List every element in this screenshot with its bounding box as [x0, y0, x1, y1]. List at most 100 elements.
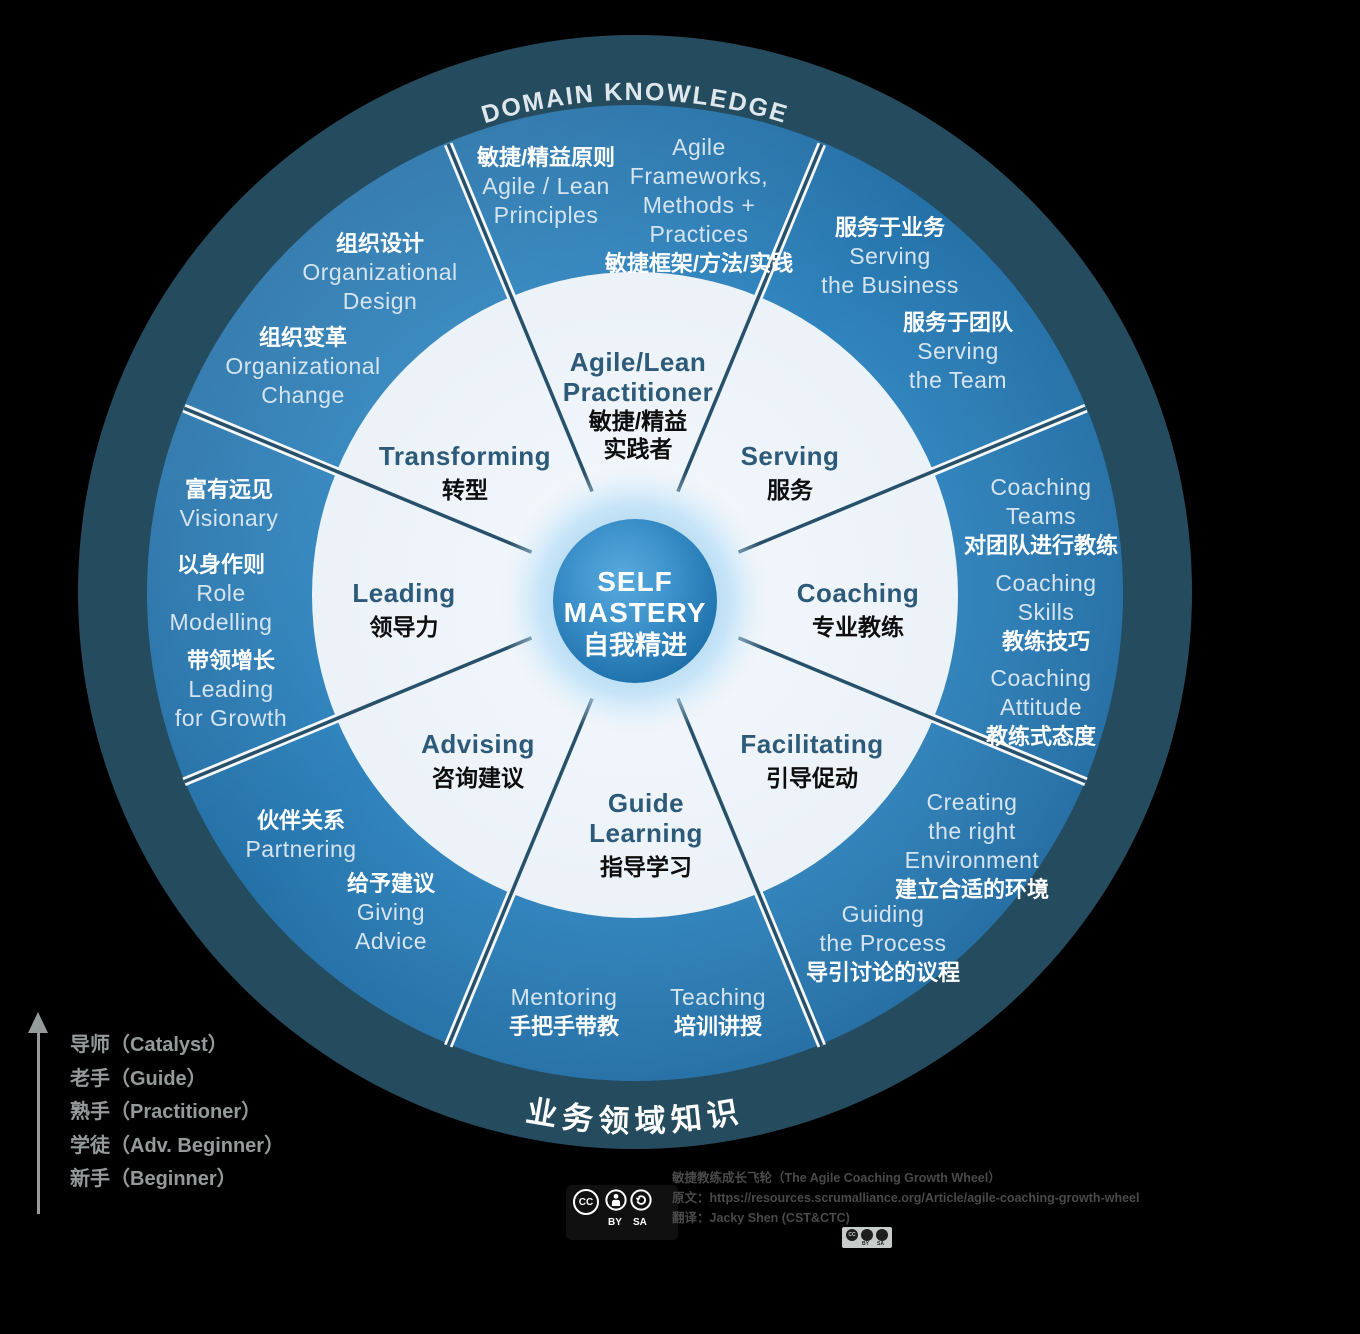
skill-en: the right — [928, 818, 1016, 844]
skill-en: Principles — [493, 202, 599, 228]
skill-partnering: 伙伴关系 Partnering — [245, 806, 356, 864]
attribution: 敏捷教练成长飞轮（The Agile Coaching Growth Wheel… — [672, 1168, 1139, 1228]
skill-en: Organizational — [225, 353, 381, 379]
sector-zh: 专业教练 — [811, 614, 904, 640]
skill-en: Guiding — [841, 901, 925, 927]
sector-label-advising: Advising 咨询建议 — [421, 729, 535, 792]
sector-label-facilitating: Facilitating 引导促动 — [740, 729, 883, 792]
legend-level: 熟手（Practitioner） — [70, 1101, 262, 1123]
sector-divider-lines — [183, 143, 1087, 1047]
center-label-en-line1: SELF — [597, 566, 673, 597]
skill-zh: 培训讲授 — [673, 1014, 763, 1039]
skill-zh: 敏捷框架/方法/实践 — [604, 251, 794, 276]
sector-zh: 咨询建议 — [431, 765, 524, 791]
sector-en: Coaching — [796, 578, 920, 608]
sector-label-agile-lean-practitioner: Agile/Lean Practitioner 敏捷/精益 实践者 — [563, 347, 714, 463]
by-label: BY — [608, 1217, 622, 1228]
skill-creating-environment: Creating the right Environment 建立合适的环境 — [895, 788, 1049, 904]
attribution-source: 原文：https://resources.scrumalliance.org/A… — [672, 1191, 1140, 1205]
cc-by-icon-small — [861, 1229, 873, 1241]
sector-label-guide-learning: Guide Learning 指导学习 — [589, 788, 703, 881]
sector-zh: 服务 — [767, 477, 813, 503]
skill-organizational-design: 组织设计 Organizational Design — [302, 229, 457, 316]
sector-en: Practitioner — [562, 377, 714, 407]
sa-label-small: SA — [877, 1241, 884, 1247]
skill-en: the Process — [819, 930, 947, 956]
skill-zh: 富有远见 — [184, 477, 273, 502]
skill-zh: 导引讨论的议程 — [805, 960, 961, 985]
cc-icon-small: CC — [846, 1229, 858, 1241]
sector-zh: 指导学习 — [599, 854, 692, 880]
skill-mentoring: Mentoring 手把手带教 — [509, 983, 619, 1041]
skill-visionary: 富有远见 Visionary — [180, 475, 279, 533]
attribution-title: 敏捷教练成长飞轮（The Agile Coaching Growth Wheel… — [672, 1171, 1001, 1185]
skill-role-modelling: 以身作则 Role Modelling — [170, 550, 273, 637]
skill-organizational-change: 组织变革 Organizational Change — [225, 323, 380, 410]
skill-en: Leading — [188, 676, 274, 702]
growth-arrow-shaft — [37, 1032, 40, 1214]
skill-en: Creating — [926, 789, 1018, 815]
skill-en: Teaching — [669, 984, 767, 1010]
sector-label-transforming: Transforming 转型 — [379, 441, 551, 504]
sector-en: Guide — [607, 788, 685, 818]
skill-en: Agile — [672, 134, 726, 160]
sector-en: Learning — [589, 818, 703, 848]
sector-en: Serving — [740, 441, 840, 471]
skill-en: Attitude — [999, 694, 1082, 720]
skill-en: Teams — [1005, 503, 1077, 529]
skill-agile-lean-principles: 敏捷/精益原则 Agile / Lean Principles — [477, 143, 615, 230]
skill-zh: 服务于业务 — [834, 215, 946, 240]
cc-sa-icon-small — [876, 1229, 888, 1241]
skill-en: for Growth — [174, 705, 288, 731]
legend-level: 老手（Guide） — [70, 1067, 207, 1090]
skill-en: Change — [261, 382, 345, 408]
sector-en: Advising — [421, 729, 535, 759]
skill-serving-team: 服务于团队 Serving the Team — [903, 308, 1013, 395]
skill-en: Mentoring — [510, 984, 618, 1010]
growth-levels-legend: 导师（Catalyst） 老手（Guide） 熟手（Practitioner） … — [70, 1029, 284, 1197]
sector-zh: 实践者 — [603, 436, 673, 462]
skill-zh: 给予建议 — [346, 871, 436, 896]
skill-agile-frameworks: Agile Frameworks, Methods + Practices 敏捷… — [605, 133, 793, 278]
skill-en: Partnering — [245, 836, 357, 862]
sector-label-leading: Leading 领导力 — [352, 578, 455, 641]
skill-zh: 手把手带教 — [508, 1014, 620, 1039]
skill-guiding-process: Guiding the Process 导引讨论的议程 — [806, 900, 960, 987]
skill-zh: 教练式态度 — [985, 724, 1097, 749]
skill-en: Practices — [649, 221, 749, 247]
skill-en: Frameworks, — [629, 163, 769, 189]
growth-arrow-icon — [28, 1012, 48, 1033]
skill-zh: 建立合适的环境 — [894, 877, 1050, 902]
skill-zh: 组织设计 — [335, 231, 424, 256]
skill-serving-business: 服务于业务 Serving the Business — [821, 213, 959, 300]
skill-coaching-teams: Coaching Teams 对团队进行教练 — [964, 473, 1118, 560]
skill-en: Organizational — [302, 259, 458, 285]
sector-label-serving: Serving 服务 — [741, 441, 840, 504]
sector-en: Facilitating — [740, 729, 884, 759]
center-label: SELF MASTERY 自我精进 — [564, 566, 707, 662]
skill-en: Coaching — [990, 474, 1092, 500]
skill-en: Coaching — [990, 665, 1092, 691]
skill-en: Modelling — [169, 609, 273, 635]
sector-zh: 敏捷/精益 — [588, 408, 688, 434]
center-label-en-line2: MASTERY — [563, 597, 707, 628]
skill-zh: 以身作则 — [176, 552, 266, 577]
skill-coaching-skills: Coaching Skills 教练技巧 — [995, 569, 1096, 656]
skill-en: Design — [342, 288, 418, 314]
skill-en: Methods + — [642, 192, 756, 218]
skill-en: the Business — [821, 272, 959, 298]
skill-en: Agile / Lean — [482, 173, 610, 199]
cc-by-sa-badge-small: CC BY SA — [842, 1227, 892, 1248]
skill-zh: 教练技巧 — [1001, 629, 1090, 654]
sector-label-coaching: Coaching 专业教练 — [797, 578, 919, 641]
sa-label: SA — [633, 1217, 647, 1228]
cc-icon: CC — [573, 1189, 599, 1215]
sector-en: Leading — [352, 578, 456, 608]
sector-zh: 转型 — [441, 477, 488, 503]
skill-zh: 伙伴关系 — [256, 808, 345, 833]
skill-en: Advice — [354, 928, 428, 954]
sector-en: Agile/Lean — [569, 347, 707, 377]
skill-zh: 对团队进行教练 — [963, 533, 1119, 558]
